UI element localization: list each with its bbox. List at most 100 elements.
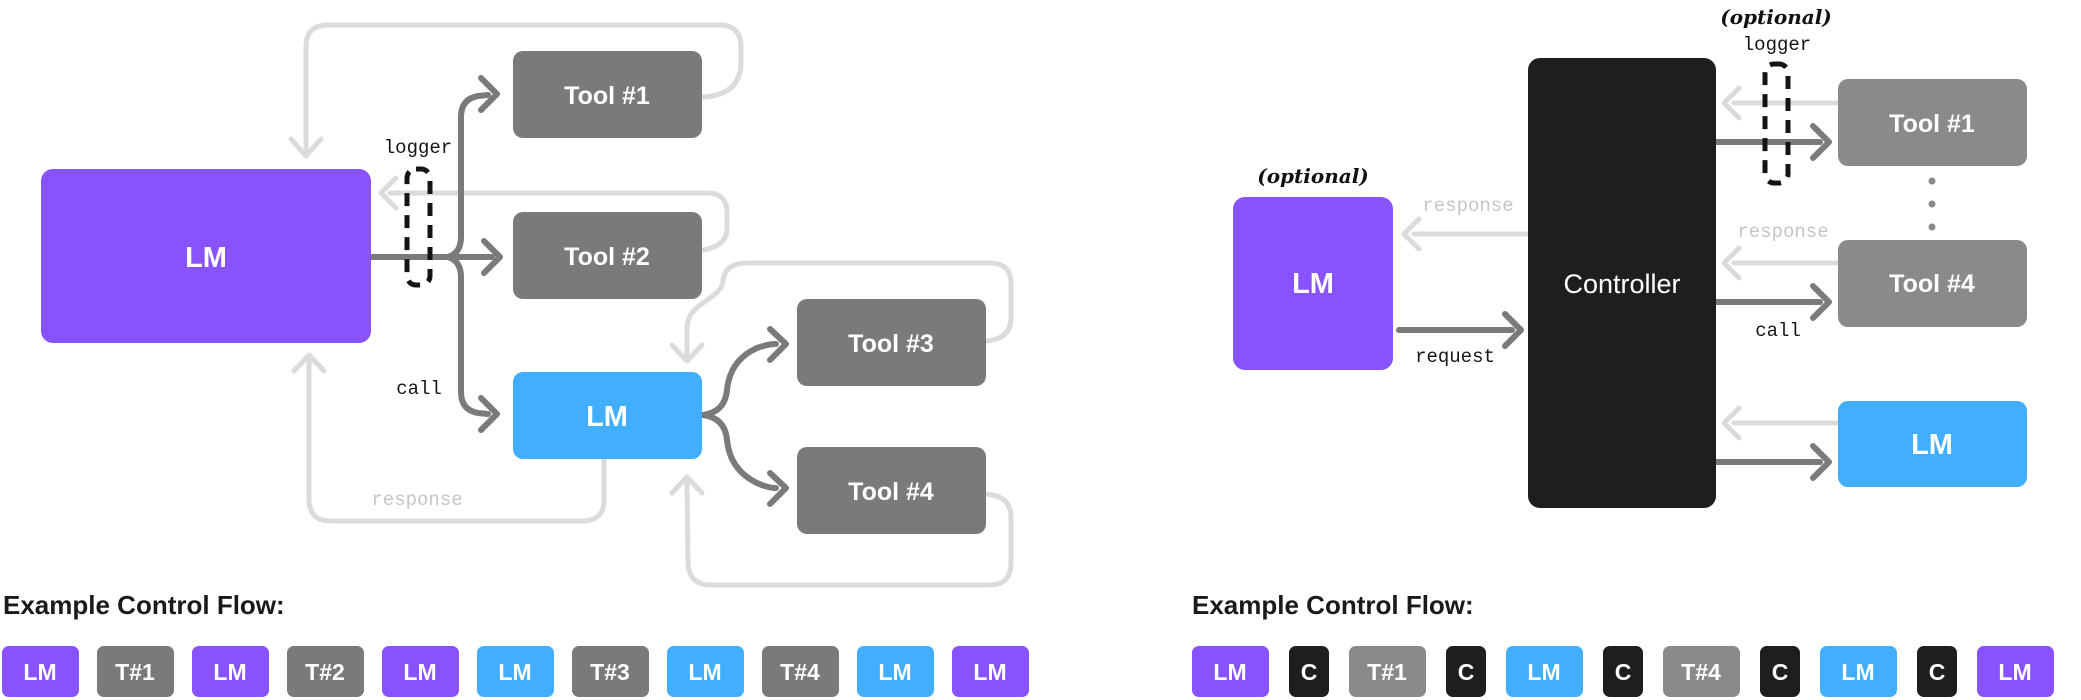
arrowhead-right-controller — [1502, 311, 1524, 349]
request-label: request — [1415, 346, 1495, 368]
arrowhead-down-lm-top — [288, 136, 324, 159]
flow-chip-label: T#4 — [1681, 659, 1721, 685]
flow-chip-box — [1760, 646, 1800, 697]
flow-chip-box — [1289, 646, 1329, 697]
flow-chip-label: C — [1301, 659, 1318, 685]
left-call-wires — [368, 75, 789, 507]
wire-tool1-to-lm-top — [303, 22, 744, 155]
flow-chip-label: C — [1615, 659, 1632, 685]
optional-label-logger: (optional) — [1720, 5, 1832, 29]
controller-box — [1528, 58, 1716, 508]
flow-chip-label: LM — [498, 659, 531, 685]
flow-chip: LM — [667, 646, 744, 697]
flow-chip-box — [667, 646, 744, 697]
flow-chip-label: T#4 — [780, 659, 820, 685]
flow-chip: C — [1760, 646, 1800, 697]
logger-label-right: logger — [1743, 34, 1811, 56]
lm-main-box-right — [1233, 197, 1393, 370]
tool4-label-right: Tool #4 — [1889, 270, 1975, 298]
flow-chip-box — [572, 646, 649, 697]
flow-chip-box — [2, 646, 79, 697]
flow-chip-box — [1917, 646, 1957, 697]
arrowhead-left-lm — [1401, 216, 1422, 252]
flow-chip-label: T#2 — [305, 659, 345, 685]
arrowhead-right-tool4 — [767, 470, 789, 507]
flow-chip-box — [1603, 646, 1643, 697]
flow-chip-label: LM — [213, 659, 246, 685]
arrowhead-down-lm2-top — [669, 342, 705, 364]
flow-chip-label: C — [1458, 659, 1475, 685]
flow-chip: LM — [1506, 646, 1583, 697]
tool1-label-right: Tool #1 — [1889, 110, 1975, 138]
flow-chip-box — [762, 646, 839, 697]
response-main-label: response — [1422, 195, 1513, 217]
flow-chip: C — [1289, 646, 1329, 697]
lm-main-box — [41, 169, 371, 343]
tool4-label: Tool #4 — [848, 478, 934, 506]
right-control-flow: Example Control Flow: LM C T#1 C LM C T#… — [1192, 590, 2054, 697]
flow-chip-box — [1977, 646, 2054, 697]
wire-branch-to-tool1 — [445, 92, 491, 260]
flow-chip: C — [1603, 646, 1643, 697]
flow-chip: LM — [1977, 646, 2054, 697]
tool2-label: Tool #2 — [564, 243, 650, 271]
flow-chip-box — [1663, 646, 1740, 697]
flow-chip-label: LM — [1841, 659, 1874, 685]
arrowhead-up-lm-bottom — [291, 352, 327, 374]
flow-chip: T#2 — [287, 646, 364, 697]
arrowhead-right-tool3 — [767, 326, 789, 363]
flow-chip: LM — [2, 646, 79, 697]
flow-chip-label: T#1 — [115, 659, 155, 685]
flow-chip-label: LM — [1213, 659, 1246, 685]
right-wires — [1396, 85, 1841, 481]
flow-chip: LM — [952, 646, 1029, 697]
arrowhead-right-tool1 — [478, 75, 500, 113]
arrowhead-right-tool2 — [481, 238, 503, 276]
flow-chip-box — [287, 646, 364, 697]
tool3-box — [797, 299, 986, 386]
flow-chip: LM — [857, 646, 934, 697]
tool1-label: Tool #1 — [564, 82, 650, 110]
arrowhead-left-controller-lm — [1721, 405, 1742, 441]
flow-chip-box — [382, 646, 459, 697]
right-flow-heading: Example Control Flow: — [1192, 590, 1474, 620]
left-flow-heading: Example Control Flow: — [3, 590, 285, 620]
flow-chip-box — [1192, 646, 1269, 697]
flow-chip: T#3 — [572, 646, 649, 697]
lm-sub-box-right — [1838, 401, 2027, 487]
dot — [1928, 223, 1936, 231]
lm-sub-label-right: LM — [1911, 429, 1953, 461]
call-label-right: call — [1755, 320, 1801, 342]
flow-chip: LM — [1192, 646, 1269, 697]
wire-branch-to-lm2-call — [445, 254, 491, 417]
flow-chip-label: LM — [1998, 659, 2031, 685]
flow-chip: T#1 — [97, 646, 174, 697]
response-label: response — [371, 489, 462, 511]
wire-tool2-to-lm-right — [387, 190, 730, 253]
arrowhead-left-lm-right — [378, 175, 399, 211]
left-control-flow: Example Control Flow: LM T#1 LM T#2 LM L… — [2, 590, 1029, 697]
wire-tool4-to-lm2-bottom — [684, 477, 1014, 588]
arrowhead-right-lm2 — [478, 395, 500, 433]
flow-chip-label: LM — [23, 659, 56, 685]
flow-chip-box — [952, 646, 1029, 697]
flow-chip-box — [1820, 646, 1897, 697]
flow-chip-label: LM — [403, 659, 436, 685]
lm-sub-box — [513, 372, 702, 459]
tool1-box-right — [1838, 79, 2027, 166]
wire-tool3-to-lm2-top — [684, 260, 1014, 361]
flow-chip: T#1 — [1349, 646, 1426, 697]
logger-label: logger — [384, 137, 452, 159]
flow-chip-box — [97, 646, 174, 697]
lm-main-label: LM — [185, 242, 227, 274]
flow-chip: LM — [192, 646, 269, 697]
tool2-box — [513, 212, 702, 299]
flow-chip-box — [857, 646, 934, 697]
flow-chip: C — [1917, 646, 1957, 697]
flow-chip: LM — [382, 646, 459, 697]
tools-ellipsis-dots — [1928, 177, 1936, 231]
optional-label-lm: (optional) — [1257, 164, 1369, 188]
arrowhead-up-lm2-bottom — [669, 474, 705, 496]
flow-chip-box — [1446, 646, 1486, 697]
